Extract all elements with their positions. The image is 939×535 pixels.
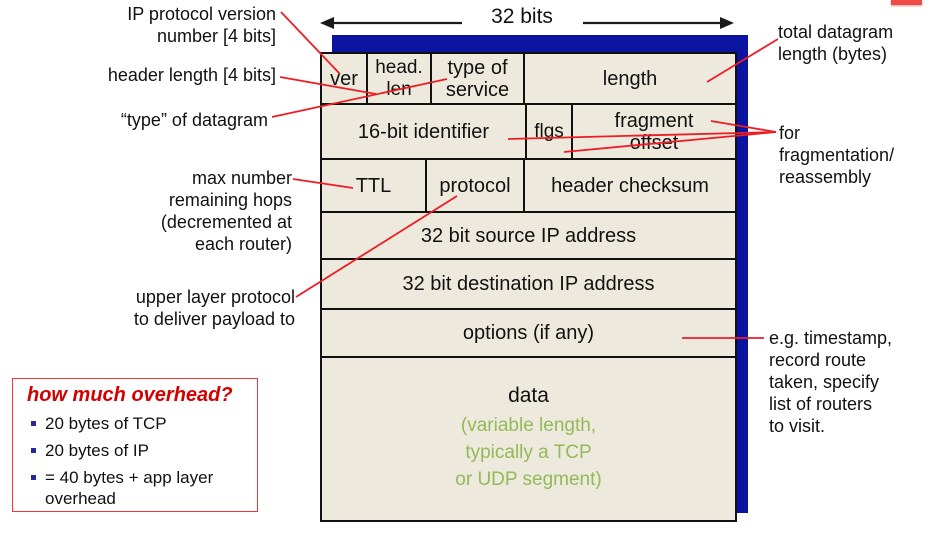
annotation-version: IP protocol version number [4 bits] bbox=[127, 4, 276, 46]
bullet-square-icon bbox=[31, 475, 36, 480]
annotation-type-of-datagram: “type” of datagram bbox=[120, 110, 268, 130]
overhead-title: how much overhead? bbox=[27, 384, 233, 406]
overhead-bullet-text: 20 bytes of TCP bbox=[45, 414, 167, 433]
field-header-length: head. len bbox=[368, 54, 432, 105]
annotation-upper-layer: upper layer protocol to deliver payload … bbox=[133, 287, 295, 329]
left-arrowhead-icon bbox=[320, 17, 334, 29]
bullet-square-icon bbox=[31, 421, 36, 426]
field-ttl: TTL bbox=[322, 160, 427, 213]
list-item: 20 bytes of TCP bbox=[31, 413, 251, 434]
right-arrowhead-icon bbox=[720, 17, 734, 29]
field-identifier: 16-bit identifier bbox=[322, 105, 527, 160]
field-destination-ip: 32 bit destination IP address bbox=[322, 260, 735, 310]
field-source-ip: 32 bit source IP address bbox=[322, 213, 735, 260]
annotation-max-hops: max number remaining hops (decremented a… bbox=[160, 168, 292, 254]
field-fragment-offset: fragment offset bbox=[573, 105, 735, 160]
overhead-callout-box: how much overhead? 20 bytes of TCP 20 by… bbox=[12, 378, 258, 512]
annotation-total-length: total datagram length (bytes) bbox=[778, 22, 894, 64]
data-variable-length-note: (variable length, typically a TCP or UDP… bbox=[455, 415, 602, 490]
ip-datagram-table: ver head. len type of service length 16-… bbox=[320, 52, 737, 522]
annotation-fragmentation: for fragmentation/ reassembly bbox=[779, 123, 895, 187]
field-version: ver bbox=[322, 54, 368, 105]
field-data: data (variable length, typically a TCP o… bbox=[322, 358, 735, 520]
list-item: 20 bytes of IP bbox=[31, 440, 251, 461]
annotation-header-length: header length [4 bits] bbox=[107, 65, 276, 85]
field-length: length bbox=[525, 54, 735, 105]
annotation-options-examples: e.g. timestamp, record route taken, spec… bbox=[769, 328, 893, 436]
bullet-square-icon bbox=[31, 448, 36, 453]
overhead-bullet-text: 20 bytes of IP bbox=[45, 441, 149, 460]
data-label: data bbox=[508, 384, 549, 407]
field-flags: flgs bbox=[527, 105, 573, 160]
field-protocol: protocol bbox=[427, 160, 525, 213]
field-type-of-service: type of service bbox=[432, 54, 525, 105]
corner-red-bar bbox=[891, 0, 922, 5]
list-item: = 40 bytes + app layer overhead bbox=[31, 467, 251, 509]
field-header-checksum: header checksum bbox=[525, 160, 735, 213]
bits-width-label: 32 bits bbox=[491, 5, 553, 28]
field-options: options (if any) bbox=[322, 310, 735, 358]
overhead-bullet-text: = 40 bytes + app layer overhead bbox=[45, 468, 214, 508]
